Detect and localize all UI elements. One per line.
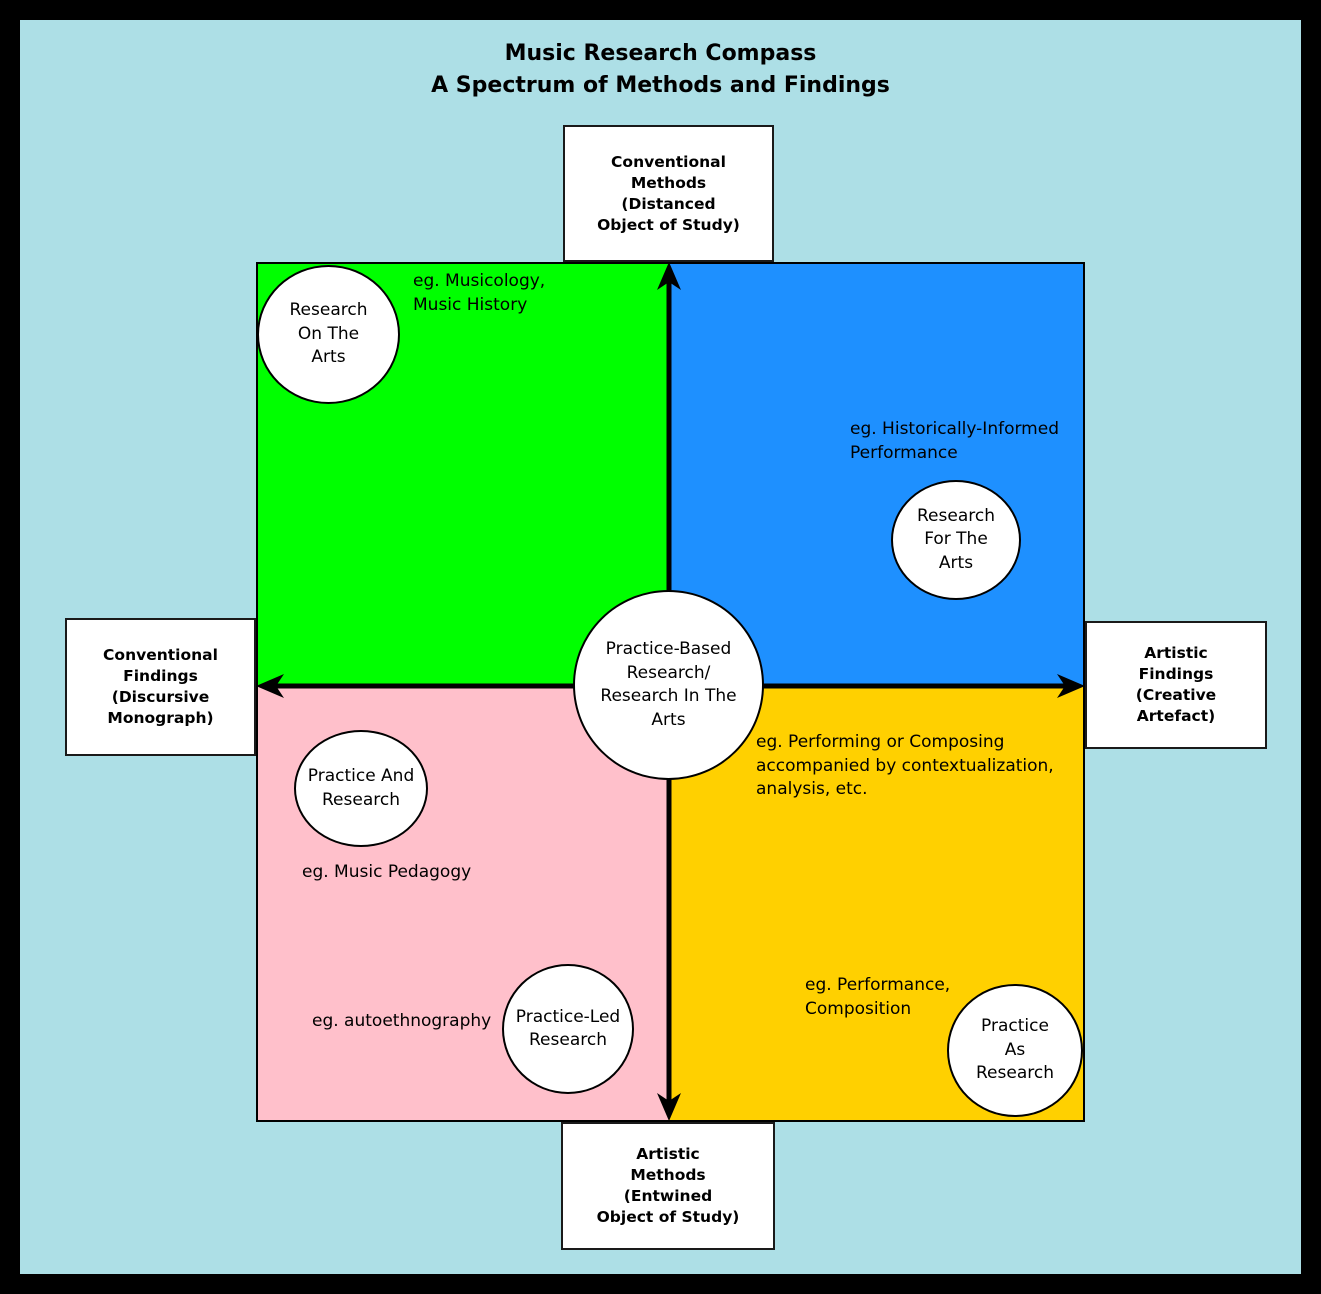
- example-line: eg. Historically-Informed: [850, 419, 1059, 439]
- example-line: analysis, etc.: [756, 779, 868, 799]
- axis-label-line: (Discursive: [111, 688, 210, 706]
- axis-label-line: Conventional: [611, 152, 726, 171]
- example-line: eg. Performing or Composing: [756, 732, 1005, 752]
- axis-label-conventional-methods: Conventional Methods (Distanced Object o…: [563, 125, 774, 262]
- axis-label-line: Artefact): [1136, 707, 1216, 725]
- example-line: accompanied by contextualization,: [756, 755, 1054, 776]
- circle-practice-led-research: Practice-Led Research: [502, 964, 634, 1094]
- axis-label-line: (Creative: [1135, 686, 1217, 704]
- title-line-2: A Spectrum of Methods and Findings: [431, 73, 890, 98]
- circle-label-line: For The: [924, 529, 988, 550]
- axis-label-line: Artistic: [636, 1145, 700, 1163]
- axis-label-line: (Distanced: [621, 194, 716, 213]
- example-line: eg. Performance,: [805, 975, 951, 995]
- axis-label-line: Object of Study): [597, 215, 740, 234]
- axis-label-artistic-methods: Artistic Methods (Entwined Object of Stu…: [561, 1122, 775, 1250]
- circle-practice-as-research: Practice As Research: [947, 984, 1083, 1117]
- example-autoethnography: eg. autoethnography: [312, 1010, 491, 1034]
- circle-label-line: Practice: [981, 1016, 1049, 1037]
- circle-label-line: As: [1004, 1039, 1026, 1060]
- axis-label-line: Methods: [630, 1166, 706, 1184]
- axis-label-line: Methods: [630, 173, 707, 192]
- axis-label-line: Monograph): [107, 709, 214, 727]
- circle-label-line: Research: [917, 505, 995, 526]
- axis-label-line: Findings: [123, 667, 198, 685]
- example-line: eg. Music Pedagogy: [302, 862, 472, 882]
- circle-label-line: Practice-Based: [605, 639, 732, 659]
- circle-practice-and-research: Practice And Research: [294, 730, 428, 847]
- example-historically-informed: eg. Historically-Informed Performance: [850, 418, 1059, 465]
- circle-label-line: Research: [289, 300, 368, 321]
- circle-practice-based-research: Practice-Based Research/ Research In The…: [573, 590, 764, 780]
- example-line: eg. Musicology,: [413, 271, 546, 291]
- axis-label-line: Findings: [1138, 665, 1214, 683]
- example-line: Performance: [850, 442, 958, 463]
- quadrant-research-for-the-arts: [669, 262, 1085, 686]
- axis-label-artistic-findings: Artistic Findings (Creative Artefact): [1085, 621, 1267, 749]
- circle-research-for-the-arts: Research For The Arts: [891, 480, 1021, 600]
- circle-label-line: Research: [529, 1030, 607, 1050]
- circle-label-line: Arts: [311, 347, 346, 368]
- axis-label-line: Artistic: [1144, 644, 1208, 662]
- title-line-1: Music Research Compass: [504, 41, 817, 66]
- circle-label-line: Practice And: [307, 766, 415, 786]
- axis-label-line: Conventional: [103, 646, 218, 664]
- diagram-title: Music Research Compass A Spectrum of Met…: [0, 38, 1321, 102]
- axis-label-conventional-findings: Conventional Findings (Discursive Monogr…: [65, 618, 256, 756]
- example-music-pedagogy: eg. Music Pedagogy: [302, 861, 471, 885]
- circle-label-line: Research: [322, 789, 400, 810]
- example-line: Composition: [805, 998, 912, 1019]
- circle-label-line: On The: [297, 323, 360, 344]
- example-performance-composition: eg. Performance, Composition: [805, 974, 950, 1021]
- circle-research-on-the-arts: Research On The Arts: [257, 265, 400, 404]
- example-musicology: eg. Musicology, Music History: [413, 270, 545, 317]
- example-line: Music History: [413, 294, 528, 315]
- circle-label-line: Research In The: [600, 686, 737, 706]
- circle-label-line: Research/: [626, 662, 711, 683]
- axis-label-line: Object of Study): [596, 1208, 740, 1226]
- example-performing-composing: eg. Performing or Composing accompanied …: [756, 731, 1054, 802]
- example-line: eg. autoethnography: [312, 1011, 492, 1031]
- axis-label-line: (Entwined: [623, 1187, 713, 1205]
- circle-label-line: Research: [976, 1063, 1054, 1084]
- circle-label-line: Arts: [938, 552, 974, 573]
- circle-label-line: Arts: [651, 709, 686, 730]
- circle-label-line: Practice-Led: [515, 1006, 621, 1027]
